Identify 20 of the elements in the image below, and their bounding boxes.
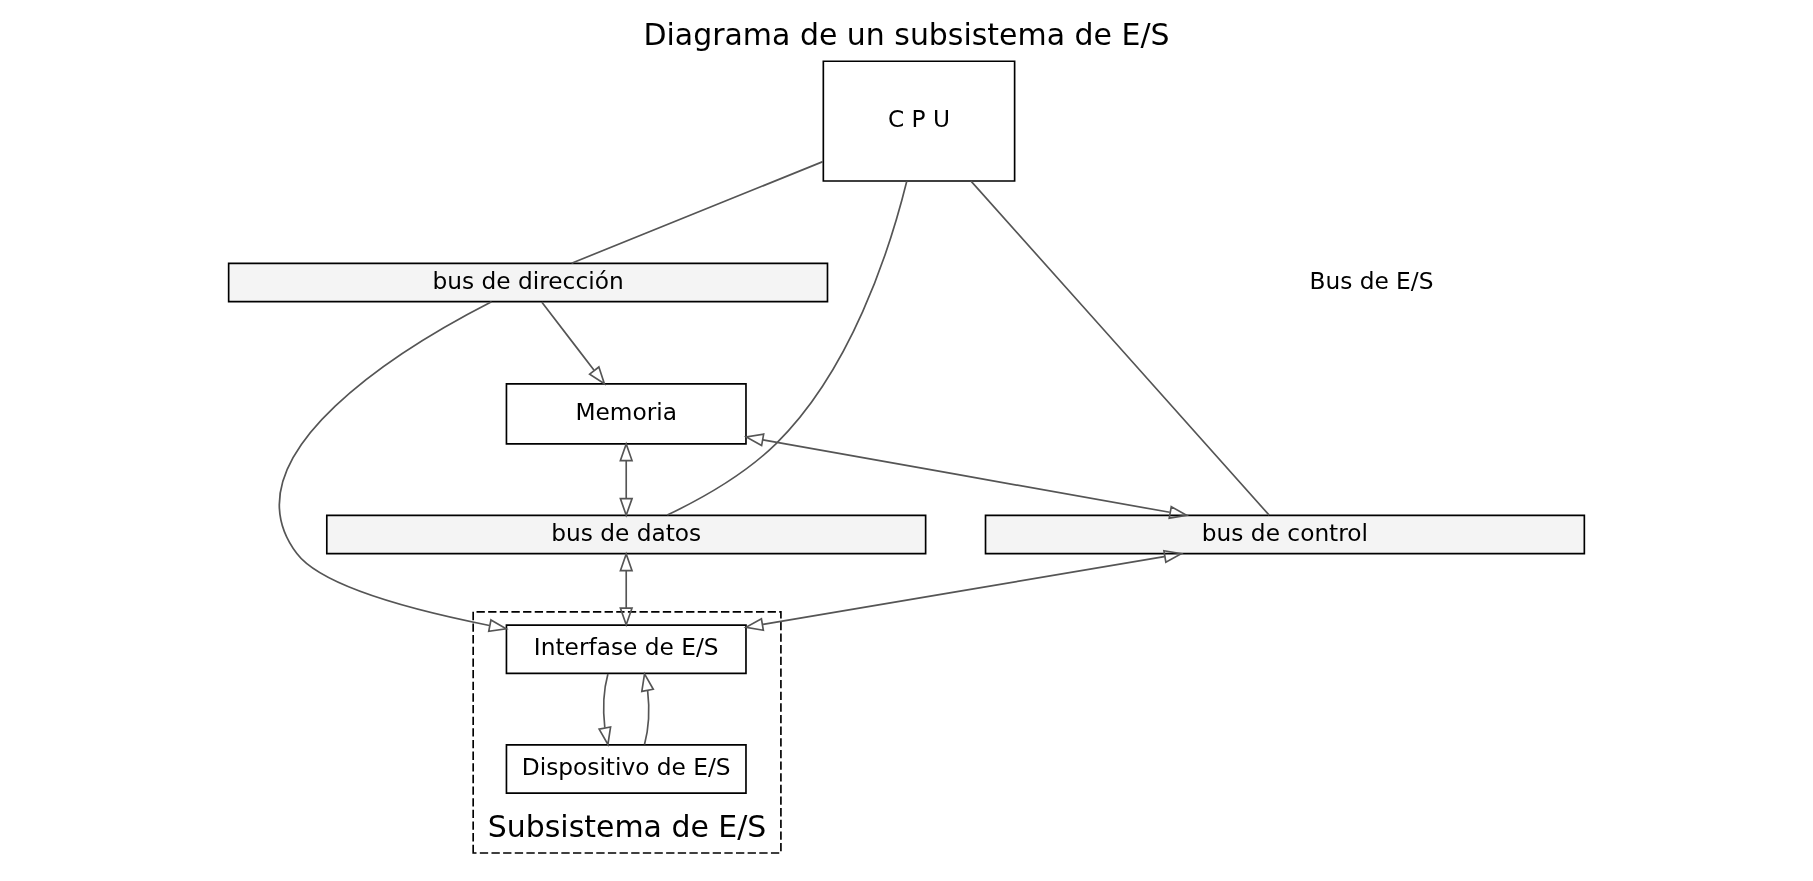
node-box: bus de datos bbox=[325, 514, 927, 555]
arrow bbox=[619, 551, 634, 628]
arrow bbox=[743, 433, 1190, 520]
arrow bbox=[640, 671, 655, 746]
node-box: Memoria bbox=[505, 383, 747, 445]
diagram-title: Diagrama de un subsistema de E/S bbox=[643, 17, 1170, 53]
connector bbox=[970, 180, 1270, 516]
connector bbox=[666, 180, 908, 516]
node-box: bus de dirección bbox=[227, 262, 829, 303]
arrow bbox=[743, 549, 1184, 632]
node-box: bus de control bbox=[984, 514, 1586, 555]
node-box: Dispositivo de E/S bbox=[505, 744, 747, 794]
arrow bbox=[540, 301, 606, 386]
arrow bbox=[278, 300, 509, 633]
arrow bbox=[619, 441, 634, 518]
node-box: Interfase de E/S bbox=[505, 624, 747, 675]
arrow bbox=[597, 673, 612, 747]
label: Bus de E/S bbox=[1309, 266, 1434, 294]
connector bbox=[570, 160, 824, 265]
node-box: C P U bbox=[822, 60, 1016, 182]
